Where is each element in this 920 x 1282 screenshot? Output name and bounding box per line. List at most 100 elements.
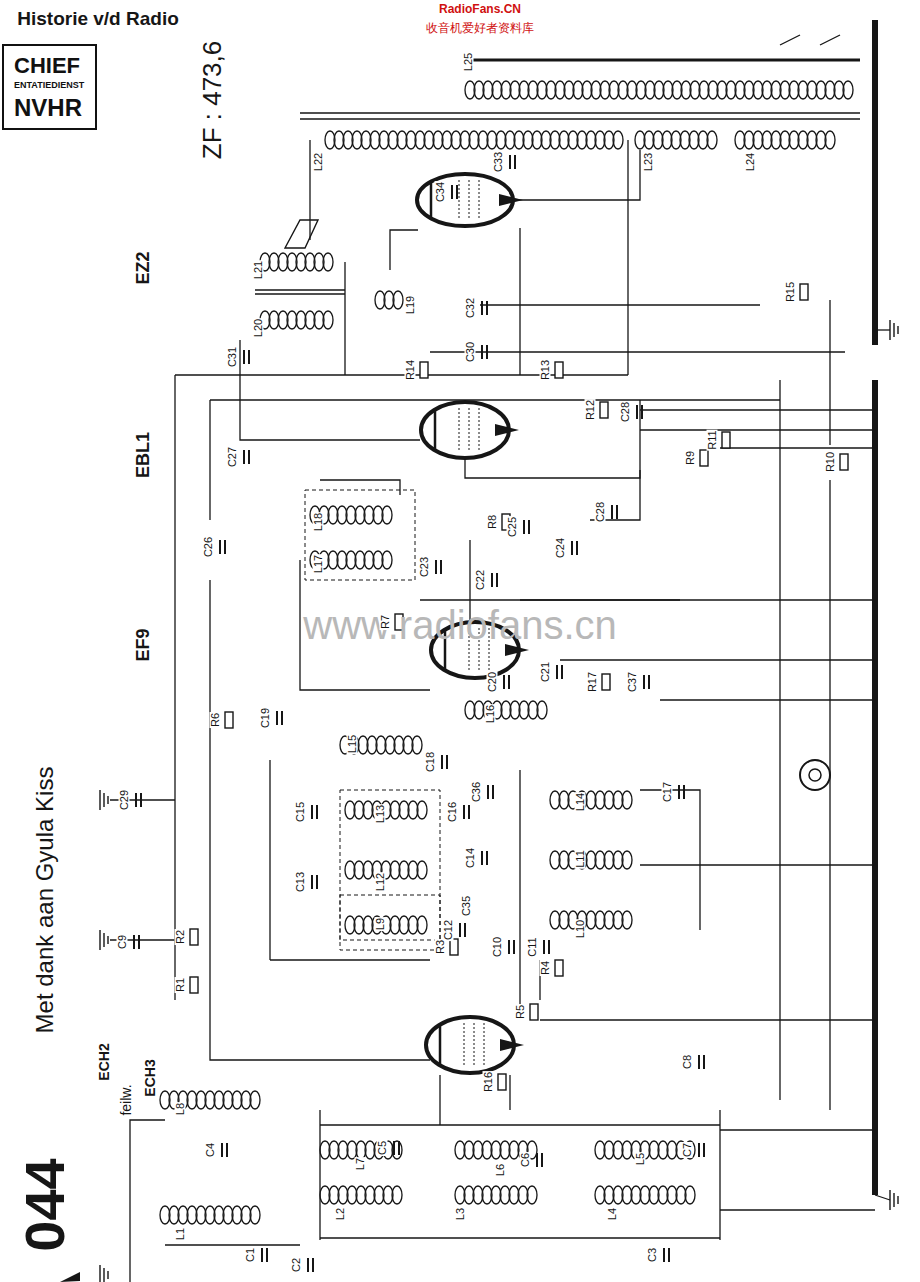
part-label: R4 xyxy=(540,960,551,976)
drawing-part xyxy=(648,675,650,689)
coil-turn xyxy=(250,1206,260,1224)
part-label: C36 xyxy=(471,781,482,803)
drawing-part xyxy=(430,182,433,218)
part-label: R10 xyxy=(825,451,836,473)
caption-text: feilw. xyxy=(119,1083,133,1116)
capacitor-symbol xyxy=(482,345,487,359)
drawing-part xyxy=(103,1268,104,1282)
drawing-part xyxy=(611,505,613,519)
caption-text: EZ2 xyxy=(134,250,152,285)
part-label: C10 xyxy=(492,936,503,958)
capacitor-symbol xyxy=(612,505,617,519)
part-label: C12 xyxy=(443,919,454,941)
capacitor-symbol xyxy=(488,785,493,799)
coil-turn xyxy=(537,701,547,719)
part-label: C25 xyxy=(507,516,518,538)
drawing-part xyxy=(103,793,104,807)
drawing-part xyxy=(226,1143,228,1157)
part-label: C19 xyxy=(260,707,271,729)
wire xyxy=(165,1244,300,1245)
capacitor-symbol xyxy=(394,1141,399,1155)
part-label: C28 xyxy=(620,401,631,423)
part-label: L19 xyxy=(405,295,416,315)
drawing-part xyxy=(641,405,643,419)
coil-turn xyxy=(250,1091,260,1109)
resistor-symbol xyxy=(190,977,198,993)
capacitor-symbol xyxy=(452,185,457,199)
coil-turn xyxy=(843,81,853,99)
ground-symbol xyxy=(100,1265,108,1282)
coil-turn xyxy=(393,291,403,309)
wire xyxy=(872,20,878,345)
drawing-part xyxy=(486,301,488,315)
resistor-symbol xyxy=(800,284,808,300)
capacitor-symbol xyxy=(557,665,562,679)
drawing-part xyxy=(528,520,530,534)
capacitor-symbol xyxy=(222,1143,227,1157)
ground-symbol xyxy=(890,320,898,340)
drawing-part xyxy=(897,326,898,334)
drawing-part xyxy=(316,805,318,819)
drawing-part xyxy=(439,1025,442,1065)
drawing-part xyxy=(316,875,318,889)
capacitor-symbol xyxy=(679,785,684,799)
wire xyxy=(720,447,875,448)
capacitor-symbol xyxy=(136,793,141,807)
part-label: L22 xyxy=(313,152,324,172)
drawing-part xyxy=(261,1248,263,1262)
coil-turn xyxy=(323,311,333,329)
part-label: C2 xyxy=(291,1257,302,1273)
coil-symbol xyxy=(550,851,632,869)
wire xyxy=(270,959,430,960)
part-label: L5 xyxy=(635,1152,646,1166)
wire xyxy=(780,35,800,45)
drawing-part xyxy=(663,1248,665,1262)
capacitor-symbol xyxy=(436,560,441,574)
coil-symbol xyxy=(465,701,547,719)
drawing-part xyxy=(463,805,465,819)
coil-turn xyxy=(417,861,427,879)
drawing-part xyxy=(474,1023,475,1067)
part-label: R5 xyxy=(515,1004,526,1020)
part-label: C24 xyxy=(555,537,566,559)
wire xyxy=(269,760,270,960)
part-label: R1 xyxy=(175,977,186,993)
drawing-part xyxy=(576,541,578,555)
coil-symbol xyxy=(260,311,333,329)
drawing-part xyxy=(508,940,510,954)
drawing-part xyxy=(312,1258,314,1272)
part-label: C11 xyxy=(527,936,538,957)
part-label: L20 xyxy=(253,318,264,338)
shield-can xyxy=(305,490,415,580)
capacitor-symbol xyxy=(312,805,317,819)
capacitor-symbol xyxy=(482,851,487,865)
drawing-part xyxy=(484,1023,485,1067)
drawing-part xyxy=(479,180,480,220)
drawing-part xyxy=(523,520,525,534)
drawing-part xyxy=(509,155,511,169)
drawing-part xyxy=(495,424,519,436)
part-label: L18 xyxy=(313,512,324,532)
drawing-part xyxy=(481,345,483,359)
resistor-symbol xyxy=(602,674,610,690)
drawing-part xyxy=(491,573,493,587)
capacitor-symbol xyxy=(524,520,529,534)
coil-turn xyxy=(392,1186,402,1204)
part-label: C37 xyxy=(627,671,638,693)
stamp-text: NVHR xyxy=(14,93,85,122)
resistor-symbol xyxy=(600,402,608,418)
coil-turn xyxy=(527,1186,537,1204)
part-label: C1 xyxy=(245,1247,256,1263)
drawing-part xyxy=(636,405,638,419)
wire xyxy=(210,580,430,1060)
part-label: L11 xyxy=(575,849,586,869)
drawing-part xyxy=(698,1055,700,1069)
coil-symbol xyxy=(550,791,632,809)
coil-turn xyxy=(613,131,623,149)
capacitor-symbol xyxy=(509,940,514,954)
drawing-part xyxy=(464,1023,465,1067)
capacitor-symbol xyxy=(262,1248,267,1262)
wire xyxy=(319,1110,320,1240)
wire xyxy=(300,112,860,114)
capacitor-symbol xyxy=(460,923,465,937)
